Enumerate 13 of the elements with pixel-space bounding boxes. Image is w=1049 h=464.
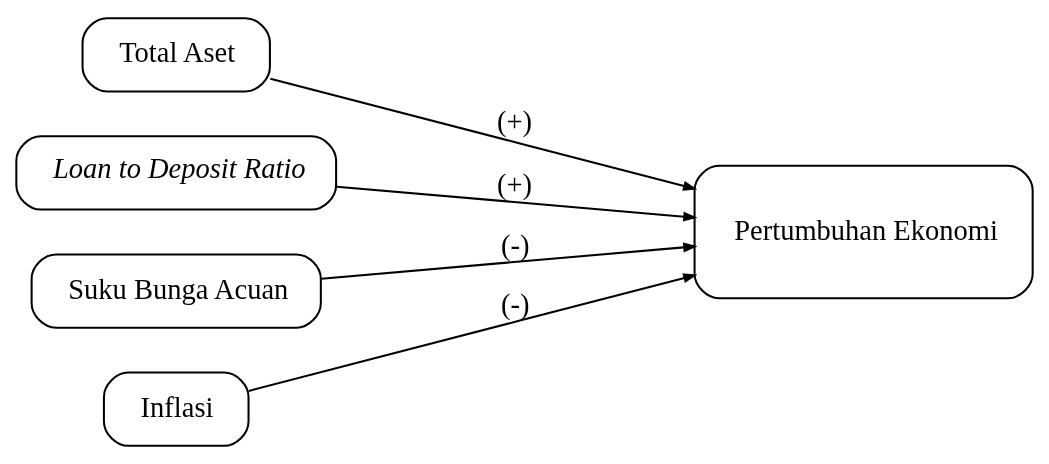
arrow: [336, 185, 698, 222]
node-box: Loan to Deposit Ratio: [15, 135, 338, 211]
edge-label: (-): [501, 229, 530, 261]
edge-label: (+): [497, 105, 533, 137]
edge-label: (+): [497, 168, 533, 200]
arrow: [248, 273, 698, 392]
arrow: [321, 242, 698, 280]
node-box: Inflasi: [102, 371, 250, 447]
node-box: Suku Bunga Acuan: [30, 253, 322, 329]
node-box: Total Aset: [81, 17, 271, 93]
node-box: Pertumbuhan Ekonomi: [693, 164, 1034, 300]
arrow: [270, 77, 698, 191]
edge-label: (-): [501, 288, 530, 320]
